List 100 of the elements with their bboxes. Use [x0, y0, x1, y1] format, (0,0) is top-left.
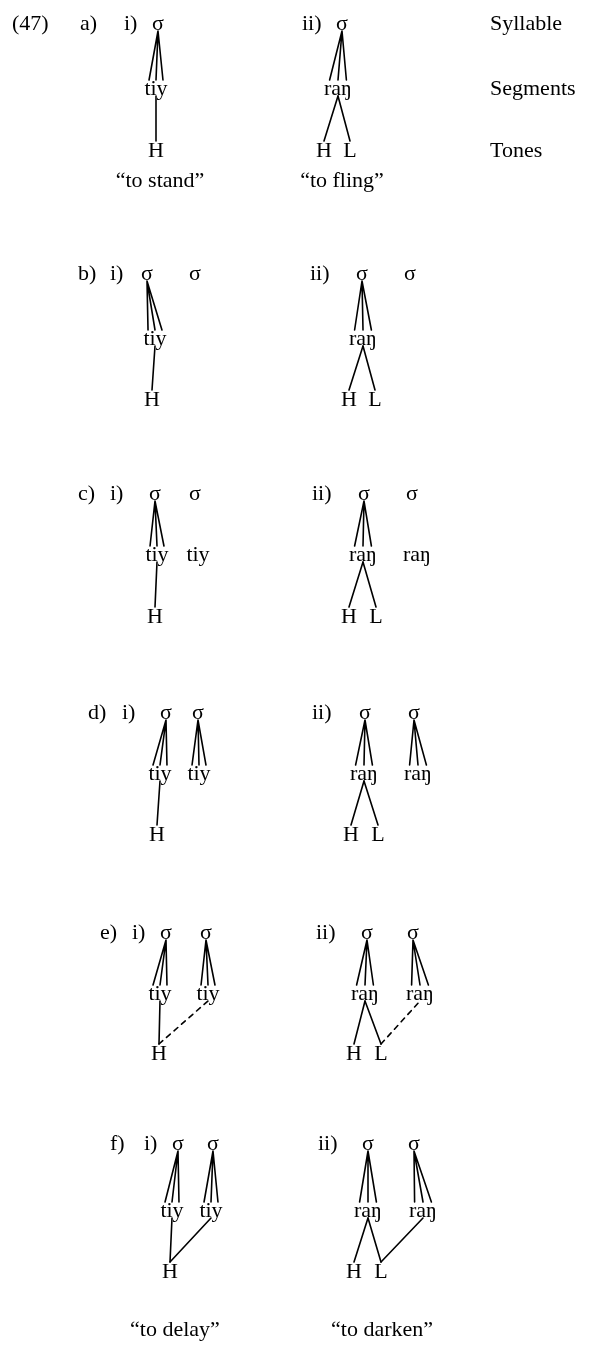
syllable-symbol: σ [356, 262, 368, 284]
item-label: e) [100, 921, 118, 943]
association-line [328, 30, 348, 81]
association-line [350, 780, 365, 826]
association-line [354, 719, 374, 766]
gloss-text: “to stand” [115, 169, 205, 191]
association-line [148, 30, 164, 81]
syllable-symbol: σ [149, 482, 161, 504]
syllable-symbol: σ [152, 12, 164, 34]
syllable-symbol: σ [336, 12, 348, 34]
segment-text: raŋ [324, 77, 352, 99]
item-label: ii) [312, 701, 332, 723]
tone-letter: H [144, 388, 160, 410]
segment-text: tiy [145, 543, 169, 565]
item-label: ii) [302, 12, 322, 34]
segment-text: raŋ [406, 982, 434, 1004]
syllable-symbol: σ [407, 921, 419, 943]
association-line [358, 1150, 378, 1203]
association-line [380, 1000, 421, 1045]
association-line [408, 719, 428, 766]
segment-text: tiy [187, 762, 211, 784]
association-line [337, 95, 351, 142]
tone-letter: H [341, 388, 357, 410]
segment-text: tiy [148, 982, 172, 1004]
syllable-symbol: σ [408, 701, 420, 723]
association-line [203, 1150, 219, 1203]
segment-text: tiy [160, 1199, 184, 1221]
tone-letter: L [368, 388, 382, 410]
item-label: i) [132, 921, 146, 943]
segment-text: raŋ [351, 982, 379, 1004]
association-line [367, 1217, 382, 1263]
association-line [146, 280, 163, 331]
item-label: ii) [318, 1132, 338, 1154]
tone-letter: H [151, 1042, 167, 1064]
segment-text: tiy [144, 77, 168, 99]
association-line [353, 1217, 369, 1263]
tone-letter: L [369, 605, 383, 627]
association-line [323, 95, 339, 142]
association-line [152, 719, 168, 766]
syllable-symbol: σ [141, 262, 153, 284]
segment-text: raŋ [350, 762, 378, 784]
segment-text: raŋ [404, 762, 432, 784]
association-line [380, 1217, 424, 1263]
association-line [364, 1000, 382, 1045]
item-label: d) [88, 701, 107, 723]
item-label: i) [122, 701, 136, 723]
tone-letter: H [147, 605, 163, 627]
tone-letter: H [316, 139, 332, 161]
syllable-symbol: σ [406, 482, 418, 504]
item-label: c) [78, 482, 96, 504]
association-line [200, 939, 216, 986]
item-label: ii) [310, 262, 330, 284]
association-line [363, 780, 379, 826]
association-line [413, 1150, 433, 1203]
association-line [362, 561, 377, 608]
tier-label: Segments [490, 77, 576, 99]
association-line [169, 1217, 212, 1263]
segment-text: tiy [186, 543, 210, 565]
tone-letter: H [162, 1260, 178, 1282]
item-label: ii) [312, 482, 332, 504]
syllable-symbol: σ [408, 1132, 420, 1154]
syllable-symbol: σ [189, 482, 201, 504]
item-label: i) [110, 262, 124, 284]
item-label: i) [110, 482, 124, 504]
association-line [355, 939, 375, 986]
syllable-symbol: σ [359, 701, 371, 723]
syllable-symbol: σ [404, 262, 416, 284]
segment-text: raŋ [349, 327, 377, 349]
segment-text: tiy [199, 1199, 223, 1221]
item-label: i) [144, 1132, 158, 1154]
syllable-symbol: σ [172, 1132, 184, 1154]
item-label: a) [80, 12, 98, 34]
syllable-symbol: σ [160, 701, 172, 723]
tier-label: Tones [490, 139, 543, 161]
tone-letter: L [374, 1042, 388, 1064]
association-line [149, 500, 165, 547]
tone-letter: L [374, 1260, 388, 1282]
association-line [410, 939, 430, 986]
gloss-text: “to fling” [300, 169, 384, 191]
syllable-symbol: σ [362, 1132, 374, 1154]
segment-text: tiy [148, 762, 172, 784]
item-label: i) [124, 12, 138, 34]
association-line [156, 780, 161, 826]
tone-letter: H [341, 605, 357, 627]
association-line [155, 95, 157, 142]
tone-letter: H [148, 139, 164, 161]
tone-letter: H [346, 1042, 362, 1064]
association-line [158, 1000, 209, 1045]
association-line [169, 1217, 173, 1263]
syllable-symbol: σ [160, 921, 172, 943]
item-label: b) [78, 262, 97, 284]
segment-text: raŋ [403, 543, 431, 565]
syllable-symbol: σ [358, 482, 370, 504]
gloss-text: “to delay” [130, 1318, 220, 1340]
association-line [353, 500, 373, 547]
tier-label: Syllable [490, 12, 563, 34]
association-line [154, 561, 158, 608]
tone-letter: L [371, 823, 385, 845]
item-label: f) [110, 1132, 125, 1154]
item-label: ii) [316, 921, 336, 943]
